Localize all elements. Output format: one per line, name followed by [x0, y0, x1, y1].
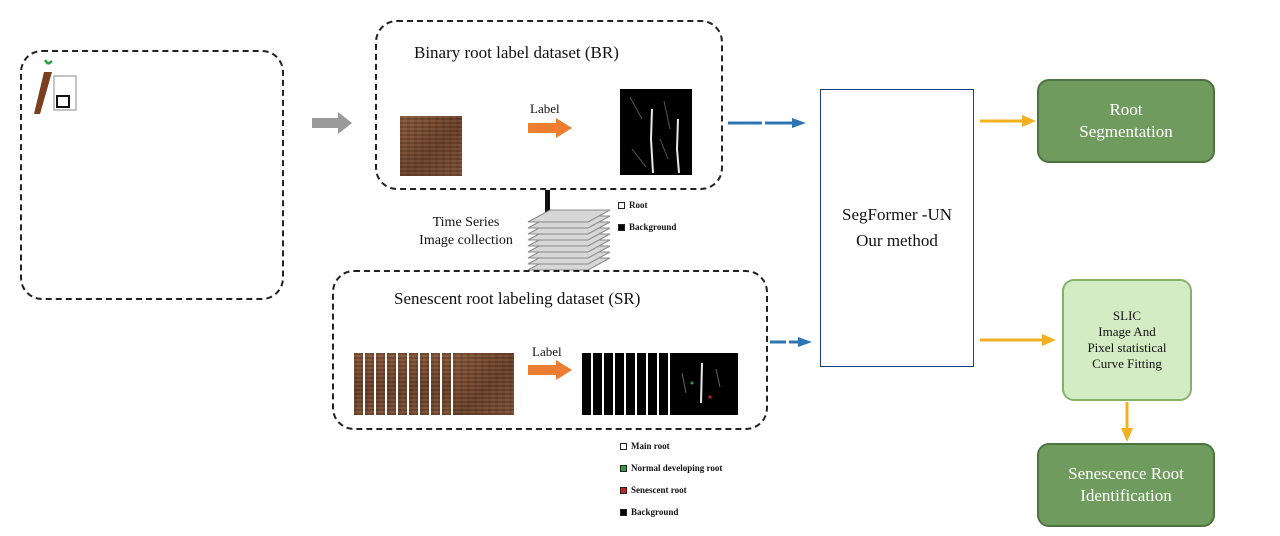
br-mask-image [620, 89, 692, 175]
legend-item: Normal developing root [620, 463, 722, 473]
legend-label: Background [629, 222, 677, 232]
senescence-line1: Senescence Root [1068, 464, 1184, 483]
slic-line1: SLIC [1112, 308, 1142, 323]
legend-swatch [620, 508, 627, 516]
sr-dataset-panel [332, 270, 768, 430]
slic-box: SLIC Image And Pixel statistical Curve F… [1062, 279, 1192, 401]
to-root-seg-arrow [980, 115, 1036, 127]
legend-label: Senescent root [631, 485, 687, 495]
root-segmentation-box: Root Segmentation [1037, 79, 1215, 163]
legend-item: Background [618, 222, 676, 232]
senescence-line2: Identification [1080, 486, 1172, 505]
br-arrow-label: Label [530, 101, 560, 116]
time-series-line1: Time Series [432, 215, 500, 230]
legend-item: Root [618, 200, 676, 210]
legend-label: Background [631, 507, 679, 517]
legend-swatch [620, 442, 627, 450]
slic-line4: Curve Fitting [1092, 356, 1162, 371]
sr-arrow-label: Label [532, 344, 562, 359]
slic-line2: Image And [1098, 324, 1156, 339]
model-name: SegFormer -UN [841, 205, 952, 224]
br-soil-image [400, 116, 462, 176]
legend-item: Main root [620, 441, 722, 451]
senescence-root-box: Senescence Root Identification [1037, 443, 1215, 527]
br-title: Binary root label dataset (BR) [414, 43, 619, 62]
sr-title: Senescent root labeling dataset (SR) [394, 289, 641, 308]
br-legend: Root Background [618, 200, 676, 232]
model-subtitle:   Our method   [838, 231, 956, 250]
sr-orange-arrow [528, 360, 572, 380]
root-seg-line2: Segmentation [1079, 122, 1173, 141]
legend-label: Normal developing root [631, 463, 723, 473]
sr-blue-arrow [770, 337, 812, 347]
gray-arrow [312, 112, 352, 134]
input-panel [20, 50, 284, 300]
to-senescence-arrow [1121, 402, 1133, 442]
legend-item: Senescent root [620, 485, 722, 495]
image-stack-icon [527, 209, 611, 271]
legend-label: Root [629, 200, 648, 210]
legend-item: Background [620, 507, 722, 517]
time-series-line2: Image collection [419, 233, 513, 248]
time-series-label: Time Series Image collection [408, 214, 524, 250]
plant-pot-icon [34, 59, 77, 114]
br-orange-arrow [528, 118, 572, 138]
connector-line [545, 190, 550, 220]
sr-mask-stack [582, 353, 738, 415]
br-blue-arrow [728, 118, 806, 128]
legend-swatch [620, 486, 627, 494]
slic-line3: Pixel statistical [1087, 340, 1167, 355]
to-slic-arrow [980, 334, 1056, 346]
legend-swatch [618, 201, 625, 209]
br-dataset-panel [375, 20, 723, 190]
segformer-model-box: SegFormer -UN   Our method   [820, 89, 974, 367]
root-seg-line1: Root [1109, 100, 1143, 119]
sr-legend: Main root Normal developing root Senesce… [620, 441, 722, 517]
sr-soil-stack [354, 353, 514, 415]
legend-swatch [620, 464, 627, 472]
legend-swatch [618, 223, 625, 231]
legend-label: Main root [631, 441, 670, 451]
